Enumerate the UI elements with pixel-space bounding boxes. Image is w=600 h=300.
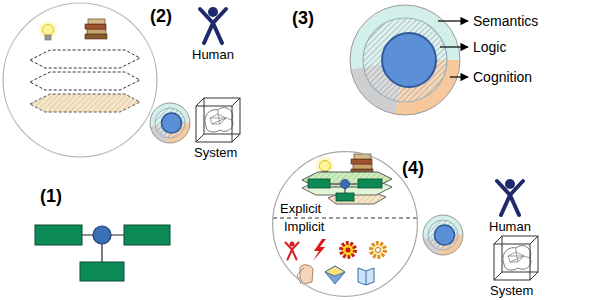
callout-number: (2)	[150, 6, 172, 26]
layer-label: Cognition	[473, 69, 532, 85]
knowledge-figure	[272, 151, 418, 297]
system-cube	[196, 98, 240, 142]
icon-label: Human	[489, 219, 531, 234]
layer-label: Semantics	[473, 13, 538, 29]
node-text: Explicit	[280, 202, 321, 216]
ring-symbol	[423, 215, 463, 255]
icon-label: System	[194, 145, 237, 160]
icon-label: System	[490, 283, 533, 298]
callout-number: (3)	[292, 8, 314, 28]
node-text: Implicit	[284, 220, 324, 234]
concentric-model	[350, 5, 468, 115]
human-icon	[200, 7, 226, 43]
knowledge-circle: ExplicitImplicit	[272, 151, 418, 297]
ring-symbol	[150, 103, 190, 143]
layers-figure	[3, 3, 157, 157]
callout-number: (4)	[402, 158, 424, 178]
layer-label: Logic	[473, 39, 506, 55]
network-figure	[35, 225, 170, 281]
icon-label: Human	[192, 47, 234, 62]
human-icon	[497, 179, 523, 215]
system-cube	[494, 236, 538, 280]
callout-number: (1)	[40, 186, 62, 206]
node-outline	[273, 152, 418, 297]
